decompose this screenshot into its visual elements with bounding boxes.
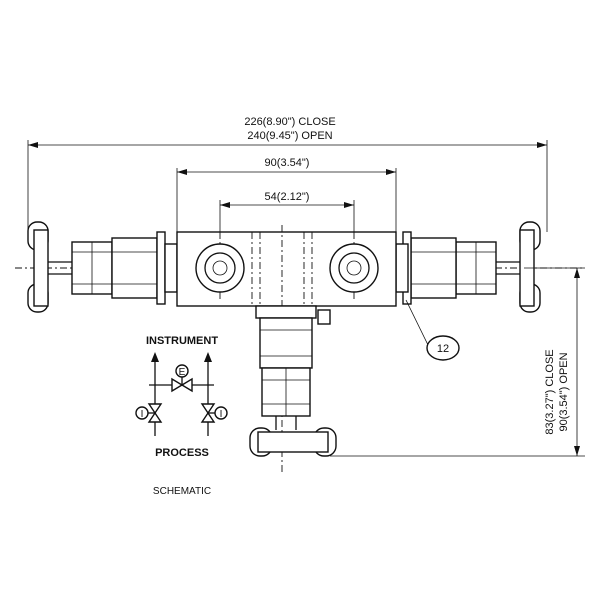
right-isolate-mark: I: [220, 409, 223, 420]
height-close-label: 83(3.27") CLOSE: [544, 349, 556, 434]
left-port: [195, 243, 245, 293]
callout-number: 12: [437, 343, 449, 355]
height-open-label: 90(3.54") OPEN: [558, 352, 570, 431]
overall-width-dimension: 226(8.90") CLOSE 240(9.45") OPEN: [27, 116, 548, 232]
center-outer-label: 90(3.54"): [265, 157, 310, 169]
height-dimension: 83(3.27") CLOSE 90(3.54") OPEN: [330, 267, 585, 457]
right-valve-assembly: [395, 221, 541, 313]
center-inner-label: 54(2.12"): [265, 191, 310, 203]
schematic-process-label: PROCESS: [155, 447, 209, 459]
schematic-instrument-label: INSTRUMENT: [146, 335, 218, 347]
right-port: [329, 243, 379, 293]
equalize-mark: E: [179, 367, 186, 378]
center-outer-dimension: 90(3.54"): [176, 157, 397, 232]
callout-12: 12: [405, 299, 460, 361]
left-valve-assembly: [27, 221, 178, 313]
center-inner-dimension: 54(2.12"): [219, 191, 355, 232]
schematic-caption: SCHEMATIC: [153, 486, 211, 497]
schematic: INSTRUMENT E I I PROCESS SCHEMATIC: [135, 335, 228, 497]
overall-close-label: 226(8.90") CLOSE: [244, 116, 335, 128]
bottom-valve-assembly: [249, 305, 337, 457]
overall-open-label: 240(9.45") OPEN: [247, 130, 332, 142]
left-isolate-mark: I: [141, 409, 144, 420]
